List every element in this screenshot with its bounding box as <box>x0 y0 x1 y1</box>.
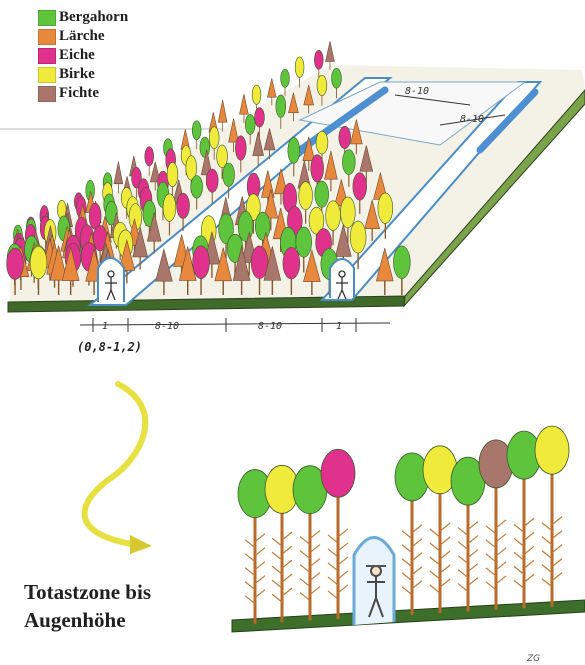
artist-signature: ZG <box>526 654 540 664</box>
detail-tree-icon <box>535 426 569 607</box>
detail-caption: Totastzone bis Augenhöhe <box>24 578 151 634</box>
detail-tree-icon <box>423 446 457 613</box>
dim-top-1: 8-10 <box>405 86 429 97</box>
caption-line-2: Augenhöhe <box>24 606 151 634</box>
detail-tree-icon <box>479 440 513 610</box>
dim-spacing-2: 8-10 <box>258 321 282 332</box>
dim-path-width: 1 <box>102 321 108 332</box>
dim-path-width-range: (0,8-1,2) <box>77 340 142 354</box>
caption-line-1: Totastzone bis <box>24 578 151 606</box>
dim-spacing-1: 8-10 <box>155 321 179 332</box>
dim-path-width-2: 1 <box>336 321 342 332</box>
curved-arrow <box>85 384 146 545</box>
detail-ground <box>232 600 585 632</box>
dim-top-2: 8-10 <box>460 114 484 125</box>
arrow-head-icon <box>130 535 152 554</box>
tree-icon <box>114 162 123 194</box>
detail-tree-icon <box>293 466 327 621</box>
detail-tree-icon <box>321 449 355 619</box>
detail-view-trees <box>238 426 569 624</box>
detail-tree-icon <box>451 457 485 611</box>
